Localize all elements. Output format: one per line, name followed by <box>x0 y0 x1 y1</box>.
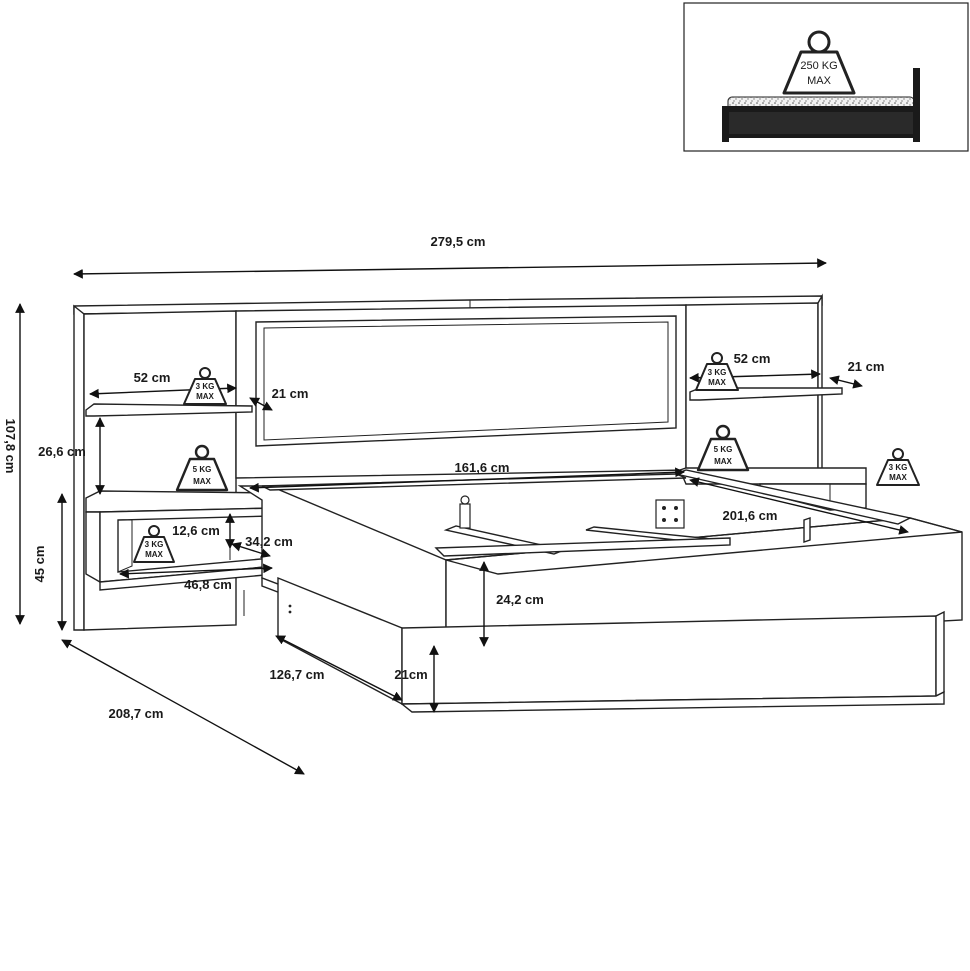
label-nightstand-height: 45 cm <box>32 546 47 583</box>
weight-icon <box>133 525 175 563</box>
weight-icon <box>876 448 920 486</box>
badge-bottom: MAX <box>193 477 211 486</box>
base-front <box>401 615 937 705</box>
label-drawer-width: 46,8 cm <box>184 577 232 592</box>
dim-mattress-width <box>249 467 685 493</box>
badge-top: 5 KG <box>714 445 733 454</box>
label-mattress-length: 201,6 cm <box>723 508 778 523</box>
dimension-lines <box>15 258 909 775</box>
bed-side-icon <box>722 68 920 142</box>
weight-badge-left-shelf: 3 KG MAX <box>183 367 227 405</box>
badge-top: 3 KG <box>196 382 215 391</box>
bed-drawing <box>73 293 963 713</box>
badge-bottom: MAX <box>196 392 214 401</box>
weight-badge-right-drawer: 3 KG MAX <box>876 448 920 486</box>
label-drawer-inner-height: 12,6 cm <box>172 523 220 538</box>
base-bottom <box>400 690 945 713</box>
badge-bottom: MAX <box>714 457 732 466</box>
label-mattress-width: 161,6 cm <box>455 460 510 475</box>
label-depth: 208,7 cm <box>109 706 164 721</box>
badge-top: 3 KG <box>889 463 908 472</box>
dim-left-shelf-depth <box>249 397 273 411</box>
inset-weight-bottom: MAX <box>807 75 832 87</box>
left-upper-shelf <box>85 403 253 417</box>
bracket-right <box>655 499 685 529</box>
label-base-height: 21cm <box>394 667 427 682</box>
dim-right-shelf-depth <box>829 375 863 389</box>
dim-mattress-length <box>689 477 909 535</box>
label-left-shelf-gap: 26,6 cm <box>38 444 86 459</box>
dimension-labels: 279,5 cm 107,8 cm 208,7 cm 52 cm 21 cm 2… <box>3 234 884 721</box>
load-inset: 250 KG MAX <box>683 2 969 152</box>
label-total-height: 107,8 cm <box>3 419 18 474</box>
dim-depth <box>61 639 305 775</box>
dim-drawer-width <box>119 563 273 579</box>
label-right-shelf-depth: 21 cm <box>848 359 885 374</box>
bracket-left-knob <box>460 495 470 505</box>
left-side-panel <box>73 304 85 631</box>
center-beam <box>434 537 731 557</box>
label-drawer-inner-depth: 34,2 cm <box>245 534 293 549</box>
weight-badge-right-shelf: 3 KG MAX <box>695 352 739 391</box>
label-base-length: 126,7 cm <box>270 667 325 682</box>
dim-drawer-inner-depth <box>231 541 271 559</box>
weight-icon <box>696 424 750 472</box>
weight-badge-right-nightstand: 5 KG MAX <box>696 424 750 472</box>
label-left-shelf-depth: 21 cm <box>272 386 309 401</box>
badge-top: 3 KG <box>708 368 727 377</box>
base-right-edge <box>935 610 945 698</box>
badge-top: 5 KG <box>193 465 212 474</box>
badge-top: 3 KG <box>145 540 164 549</box>
weight-icon <box>175 444 229 492</box>
left-nightstand-side <box>85 511 101 584</box>
label-left-shelf-width: 52 cm <box>134 370 171 385</box>
label-right-shelf-width: 52 cm <box>734 351 771 366</box>
weight-icon <box>782 30 856 95</box>
dim-total-width <box>73 258 827 279</box>
weight-badge-left-drawer: 3 KG MAX <box>133 525 175 563</box>
badge-bottom: MAX <box>889 473 907 482</box>
weight-icon <box>183 367 227 405</box>
corner-post <box>803 517 811 543</box>
dim-base-length <box>275 635 403 701</box>
bracket-left <box>459 503 471 529</box>
label-frame-height: 24,2 cm <box>496 592 544 607</box>
weight-icon <box>695 352 739 391</box>
weight-badge-left-nightstand: 5 KG MAX <box>175 444 229 492</box>
badge-bottom: MAX <box>145 550 163 559</box>
badge-bottom: MAX <box>708 378 726 387</box>
right-side-panel <box>817 293 823 471</box>
inset-weight-top: 250 KG <box>800 60 837 72</box>
label-total-width: 279,5 cm <box>431 234 486 249</box>
